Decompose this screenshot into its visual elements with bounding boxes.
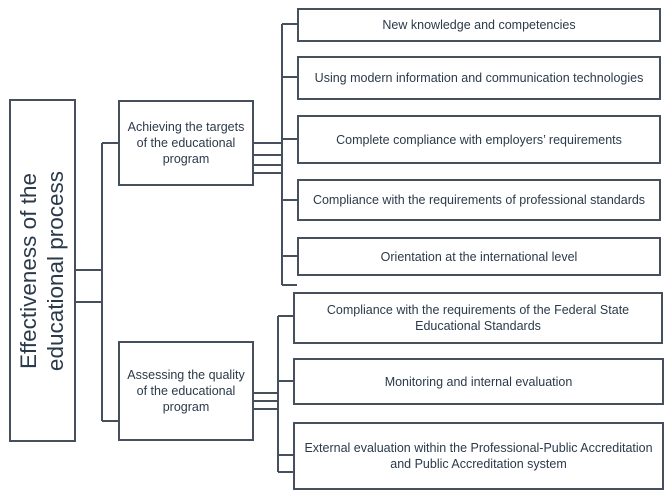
- leaf-internal-evaluation: Monitoring and internal evaluation: [293, 358, 664, 405]
- leaf-professional-standards: Compliance with the requirements of prof…: [297, 179, 661, 221]
- leaf-modern-ict: Using modern information and communicati…: [297, 56, 661, 100]
- leaf-international-orientation: Orientation at the international level: [297, 237, 661, 276]
- leaf-label: Monitoring and internal evaluation: [384, 374, 573, 389]
- root-label: Effectiveness of the educational process: [16, 170, 70, 370]
- root-label-line-1: Effectiveness of the: [16, 172, 42, 369]
- leaf-employer-requirements: Complete compliance with employers’ requ…: [297, 115, 661, 164]
- leaf-external-evaluation: External evaluation within the Professio…: [293, 422, 664, 490]
- root-label-line-2: educational process: [43, 170, 69, 371]
- branch-targets: Achieving the targets of the educational…: [118, 100, 254, 186]
- branch-targets-label: Achieving the targets of the educational…: [127, 120, 245, 166]
- leaf-label: Compliance with the requirements of prof…: [312, 193, 646, 207]
- leaf-label: Using modern information and communicati…: [314, 71, 644, 85]
- branch-quality-label: Assessing the quality of the educational…: [127, 368, 245, 414]
- leaf-label: Complete compliance with employers’ requ…: [336, 132, 622, 147]
- leaf-new-knowledge: New knowledge and competencies: [297, 8, 661, 42]
- leaf-label: External evaluation within the Professio…: [304, 441, 653, 471]
- branch-quality: Assessing the quality of the educational…: [118, 341, 254, 441]
- leaf-label: Compliance with the requirements of the …: [326, 303, 630, 333]
- leaf-federal-standards: Compliance with the requirements of the …: [293, 292, 663, 344]
- leaf-label: Orientation at the international level: [380, 249, 578, 264]
- root-node: Effectiveness of the educational process: [9, 99, 76, 442]
- leaf-label: New knowledge and competencies: [382, 18, 576, 32]
